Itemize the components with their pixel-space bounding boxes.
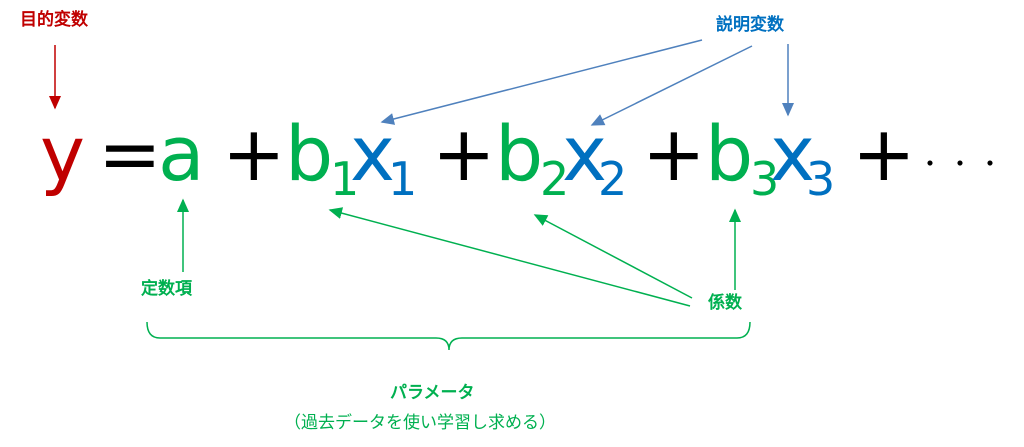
eq-a: a: [158, 109, 205, 198]
eq-b3: b: [705, 109, 753, 198]
parameter-label: パラメータ: [390, 383, 475, 403]
blue-arrow-x2: [590, 45, 753, 126]
eq-ellipsis: ・・・: [918, 150, 1008, 178]
eq-b3-sub: 3: [750, 152, 779, 206]
objective-variable-label: 目的変数: [20, 9, 89, 30]
explanatory-variable-label: 説明変数: [716, 14, 785, 35]
eq-x3: x: [770, 109, 815, 198]
eq-x3-sub: 3: [806, 152, 835, 206]
eq-x1: x: [350, 109, 395, 198]
green-arrow-b2: [533, 214, 693, 299]
eq-x2: x: [562, 109, 607, 198]
eq-b2-sub: 2: [540, 152, 569, 206]
eq-b1-sub: 1: [330, 152, 359, 206]
eq-b1: b: [285, 109, 333, 198]
constant-term-label: 定数項: [141, 278, 193, 299]
eq-y: y: [40, 109, 85, 198]
eq-equals: =: [98, 109, 162, 198]
parameter-note: （過去データを使い学習し求める）: [284, 412, 556, 433]
eq-x2-sub: 2: [598, 152, 627, 206]
green-arrow-b1: [328, 207, 691, 307]
coefficient-label: 係数: [708, 292, 743, 313]
blue-arrow-x1: [380, 39, 703, 125]
eq-plus-3: +: [642, 109, 706, 198]
eq-plus-1: +: [222, 109, 286, 198]
parameter-brace: [146, 321, 751, 351]
eq-plus-4: +: [852, 109, 916, 198]
eq-x1-sub: 1: [388, 152, 417, 206]
eq-b2: b: [495, 109, 543, 198]
eq-plus-2: +: [432, 109, 496, 198]
